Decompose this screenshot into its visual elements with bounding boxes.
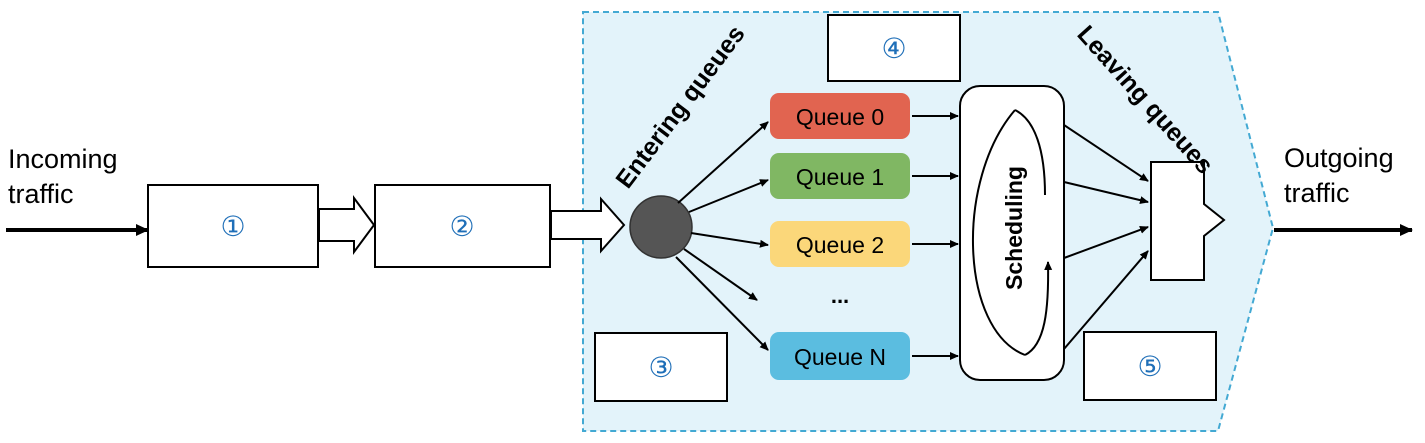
incoming-traffic-label-line1: Incoming	[8, 144, 118, 174]
outgoing-traffic-label-line2: traffic	[1284, 178, 1350, 208]
queue-n-box	[770, 332, 910, 380]
classifier-to-more-arrow	[683, 248, 758, 301]
scheduling-cycle-arc-return	[1024, 261, 1053, 356]
step3-box	[594, 332, 728, 402]
output-port	[1150, 161, 1226, 281]
hollow-arrow-1-to-2	[318, 194, 376, 256]
scheduler-to-output-arrow-2	[1063, 181, 1149, 205]
step2-number: ②	[449, 210, 474, 243]
step1-number: ①	[220, 210, 245, 243]
queue-1-box	[770, 153, 910, 199]
classifier-node	[629, 195, 693, 259]
scheduler-to-output-arrow-1	[1063, 124, 1149, 182]
incoming-traffic-label-line2: traffic	[8, 179, 74, 209]
scheduling-label: Scheduling	[1001, 166, 1027, 290]
scheduler-to-output-arrow-3	[1063, 226, 1149, 259]
classifier-to-queue1-arrow	[688, 179, 769, 213]
queue-1-label: Queue 1	[796, 164, 884, 190]
classifier-to-queue0-arrow	[677, 121, 769, 204]
step4-number: ④	[881, 32, 906, 65]
step5-box	[1083, 331, 1217, 401]
step4-box	[827, 14, 961, 82]
queue-ellipsis: ...	[831, 283, 849, 308]
hollow-arrow-2-to-classifier	[550, 196, 626, 254]
queueing-panel	[582, 11, 1275, 432]
queue-0-label: Queue 0	[796, 104, 884, 130]
step1-box	[147, 184, 319, 268]
queue-n-label: Queue N	[794, 344, 886, 370]
step5-number: ⑤	[1137, 350, 1162, 383]
queue-2-label: Queue 2	[796, 232, 884, 258]
classifier-to-queueN-arrow	[675, 256, 769, 351]
outgoing-traffic-label-line1: Outgoing	[1284, 143, 1394, 173]
scheduling-cycle-arc-left	[972, 109, 1026, 356]
scheduler-to-output-arrow-4	[1063, 250, 1149, 350]
step3-number: ③	[648, 351, 673, 384]
scheduling-cycle-arc-right	[1014, 109, 1046, 196]
classifier-to-queue2-arrow	[690, 232, 769, 248]
queue-2-box	[770, 221, 910, 267]
queue-0-box	[770, 93, 910, 139]
